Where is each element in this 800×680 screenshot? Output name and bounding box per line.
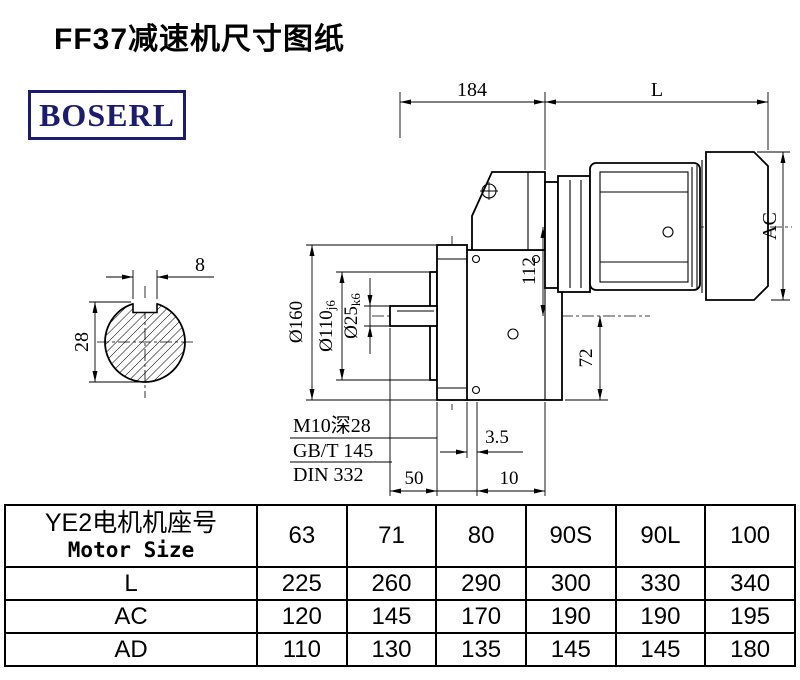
value-cell: 120	[256, 599, 348, 634]
callout-tapped-hole: M10深28	[293, 414, 371, 437]
value-cell: 225	[256, 566, 348, 601]
dim-diameter-25-value: Ø25	[341, 306, 362, 339]
motor-size-100: 100	[704, 504, 796, 568]
dim-key-width: 8	[195, 254, 205, 276]
value-cell: 330	[614, 566, 707, 601]
brand-logo: BOSERL	[28, 90, 186, 140]
dim-3-5: 3.5	[485, 427, 509, 448]
value-cell: 300	[524, 566, 617, 601]
callout-din-standard: DIN 332	[293, 464, 364, 486]
value-cell: 260	[345, 566, 438, 601]
dim-72: 72	[576, 349, 597, 368]
keyway-notch	[132, 303, 158, 314]
table-row-AC: AC 120 145 170 190 190 195	[4, 599, 796, 634]
dim-112: 112	[519, 257, 540, 285]
motor-adapter	[557, 175, 591, 293]
motor-size-90S: 90S	[524, 504, 617, 568]
dim-10: 10	[500, 468, 519, 489]
value-cell: 190	[524, 599, 617, 634]
value-cell: 130	[345, 632, 438, 667]
motor-size-90L: 90L	[614, 504, 707, 568]
value-cell: 190	[614, 599, 707, 634]
value-cell: 340	[704, 566, 796, 601]
dim-L: L	[651, 79, 663, 101]
table-row-AD: AD 110 130 135 145 145 180	[4, 632, 796, 667]
dim-AC: AC	[759, 212, 781, 240]
output-shaft	[389, 305, 438, 327]
dim-diameter-110-value: Ø110	[316, 310, 337, 352]
table-row-L: L 225 260 290 300 330 340	[4, 566, 796, 601]
shaft-cross-section-view: 8 28	[71, 254, 214, 398]
value-cell: 110	[256, 632, 348, 667]
motor-body	[589, 162, 701, 291]
value-cell: 180	[704, 632, 796, 667]
motor-size-80: 80	[435, 504, 527, 568]
output-flange	[436, 244, 468, 401]
dim-diameter-110: Ø110j6	[316, 300, 338, 352]
dim-key-depth: 28	[71, 332, 93, 352]
motor-dimension-table: YE2电机机座号 Motor Size 63 71 80 90S 90L 100…	[4, 504, 796, 667]
dim-diameter-25-tolerance: k6	[348, 293, 363, 307]
dim-diameter-160: Ø160	[286, 301, 307, 343]
technical-drawing: 8 28	[71, 79, 792, 496]
value-cell: 145	[614, 632, 707, 667]
motor-size-label-cn: YE2电机机座号	[44, 509, 218, 538]
value-cell: 145	[345, 599, 438, 634]
dim-184: 184	[457, 79, 487, 101]
dimension-annotations: 184 L AC 112 72 Ø160 Ø110j6	[286, 79, 790, 496]
page-title: FF37减速机尺寸图纸	[54, 23, 346, 56]
value-cell: 145	[524, 632, 617, 667]
dim-diameter-25: Ø25k6	[341, 293, 363, 339]
value-cell: 195	[704, 599, 796, 634]
fan-cover	[705, 151, 769, 301]
row-label-AD: AD	[4, 632, 258, 667]
table-header-motor-size: YE2电机机座号 Motor Size	[4, 504, 258, 568]
callout-gb-standard: GB/T 145	[293, 440, 373, 462]
dim-diameter-110-tolerance: j6	[323, 300, 338, 312]
motor-size-63: 63	[256, 504, 348, 568]
motor-size-label-en: Motor Size	[67, 538, 195, 563]
value-cell: 135	[435, 632, 527, 667]
input-housing	[471, 171, 546, 251]
value-cell: 290	[435, 566, 527, 601]
value-cell: 170	[435, 599, 527, 634]
dim-50: 50	[405, 468, 424, 489]
reducer-side-view	[372, 151, 792, 410]
row-label-L: L	[4, 566, 258, 601]
motor-size-71: 71	[345, 504, 438, 568]
row-label-AC: AC	[4, 599, 258, 634]
